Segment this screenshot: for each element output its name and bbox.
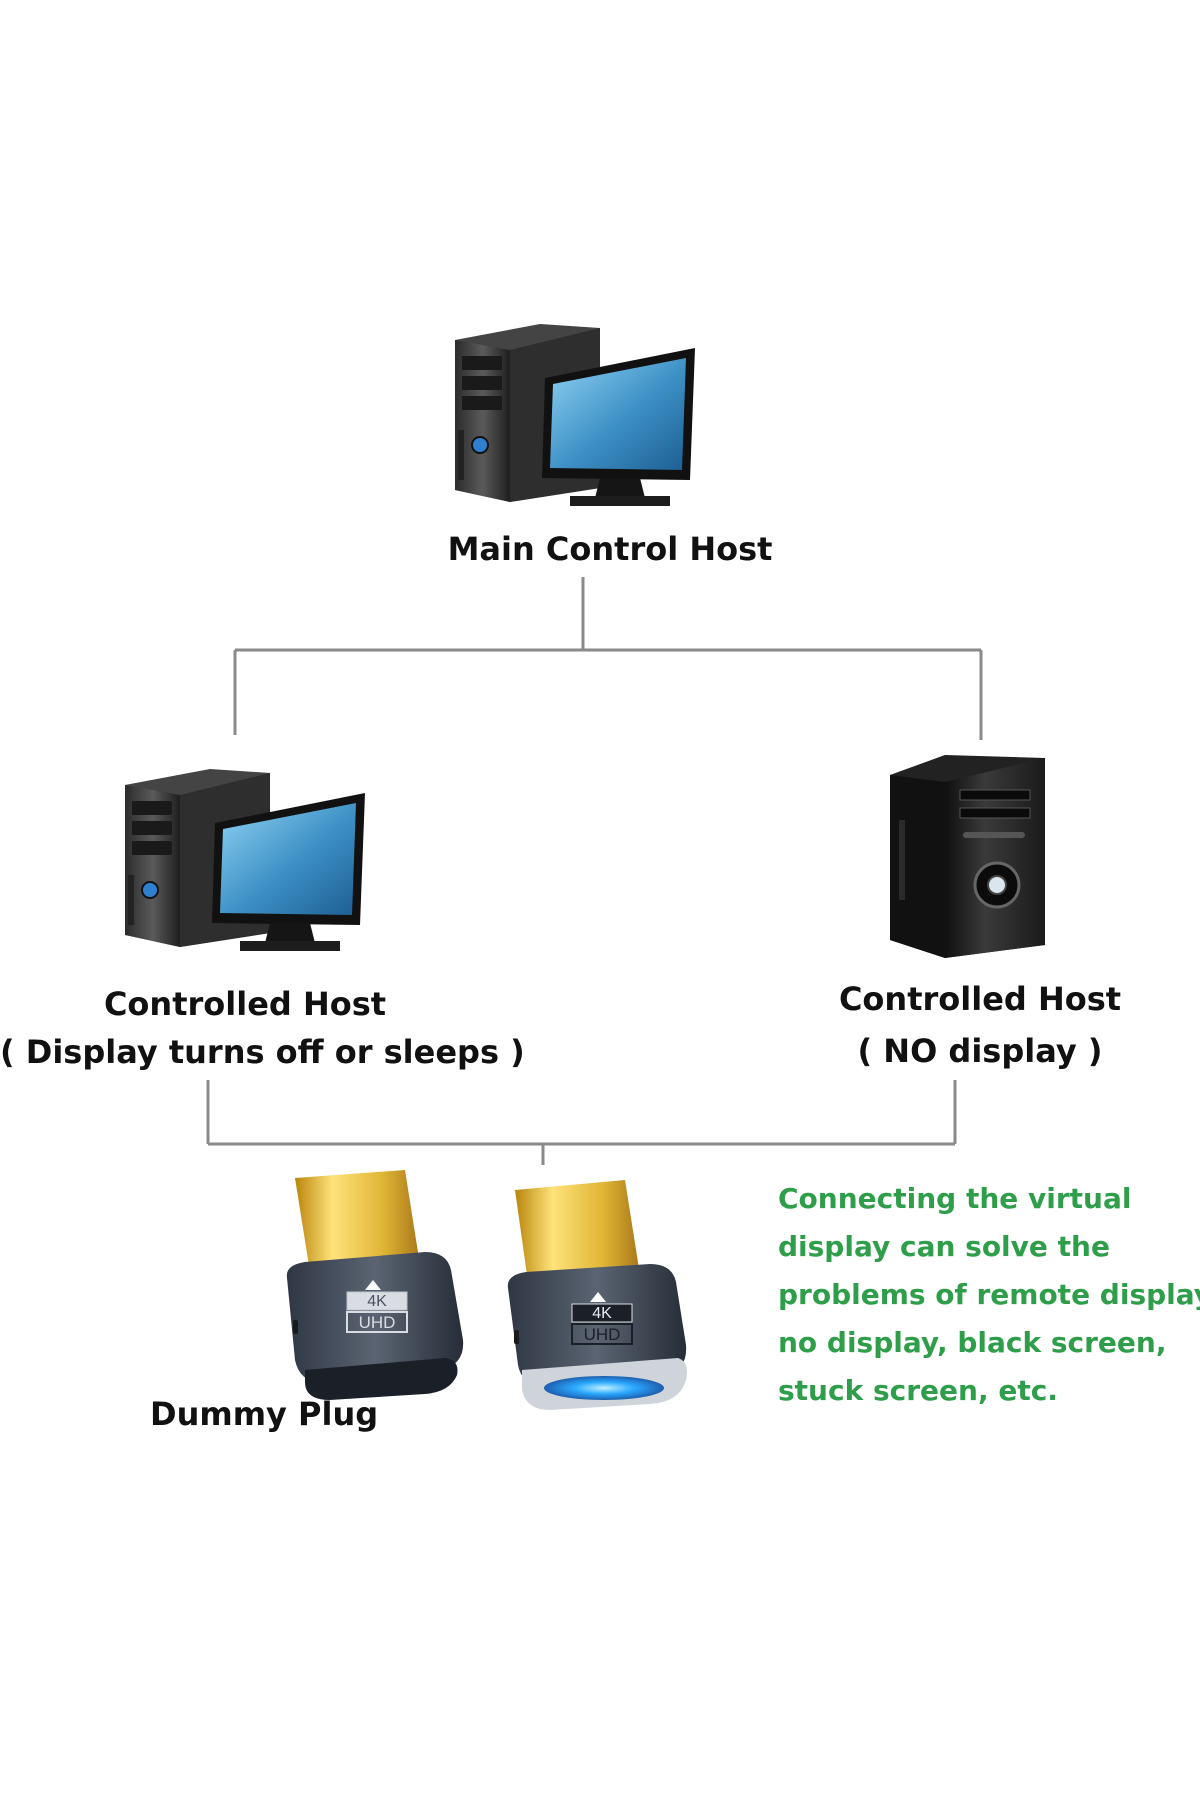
note-line: Connecting the virtual: [778, 1182, 1132, 1215]
note-line: stuck screen, etc.: [778, 1374, 1058, 1407]
right-host-label: Controlled Host ( NO display ): [820, 973, 1140, 1077]
left-host-label: Controlled Host ( Display turns off or s…: [0, 980, 525, 1076]
note-line: no display, black screen,: [778, 1326, 1167, 1359]
right-host-subtitle: ( NO display ): [857, 1032, 1103, 1070]
right-host-title: Controlled Host: [838, 980, 1122, 1018]
plug2-badge-top: 4K: [592, 1305, 612, 1322]
dummy-plug-icon: 4K UHD: [286, 1170, 464, 1400]
left-host-computer-icon: [125, 769, 365, 951]
plug1-badge-top: 4K: [367, 1293, 387, 1310]
plug1-badge-bottom: UHD: [359, 1313, 396, 1332]
left-host-subtitle: ( Display turns off or sleeps ): [0, 1033, 525, 1071]
left-host-title: Controlled Host: [103, 985, 387, 1023]
dummy-plug-led-icon: 4K UHD: [507, 1180, 687, 1410]
note-text: Connecting the virtual display can solve…: [778, 1175, 1200, 1415]
right-host-tower-icon: [890, 755, 1045, 958]
plug2-badge-bottom: UHD: [584, 1325, 621, 1344]
dummy-plug-label: Dummy Plug: [150, 1395, 379, 1433]
note-line: problems of remote display,: [778, 1278, 1200, 1311]
main-host-computer-icon: [455, 324, 695, 506]
main-host-label: Main Control Host: [447, 530, 773, 568]
note-line: display can solve the: [778, 1230, 1110, 1263]
